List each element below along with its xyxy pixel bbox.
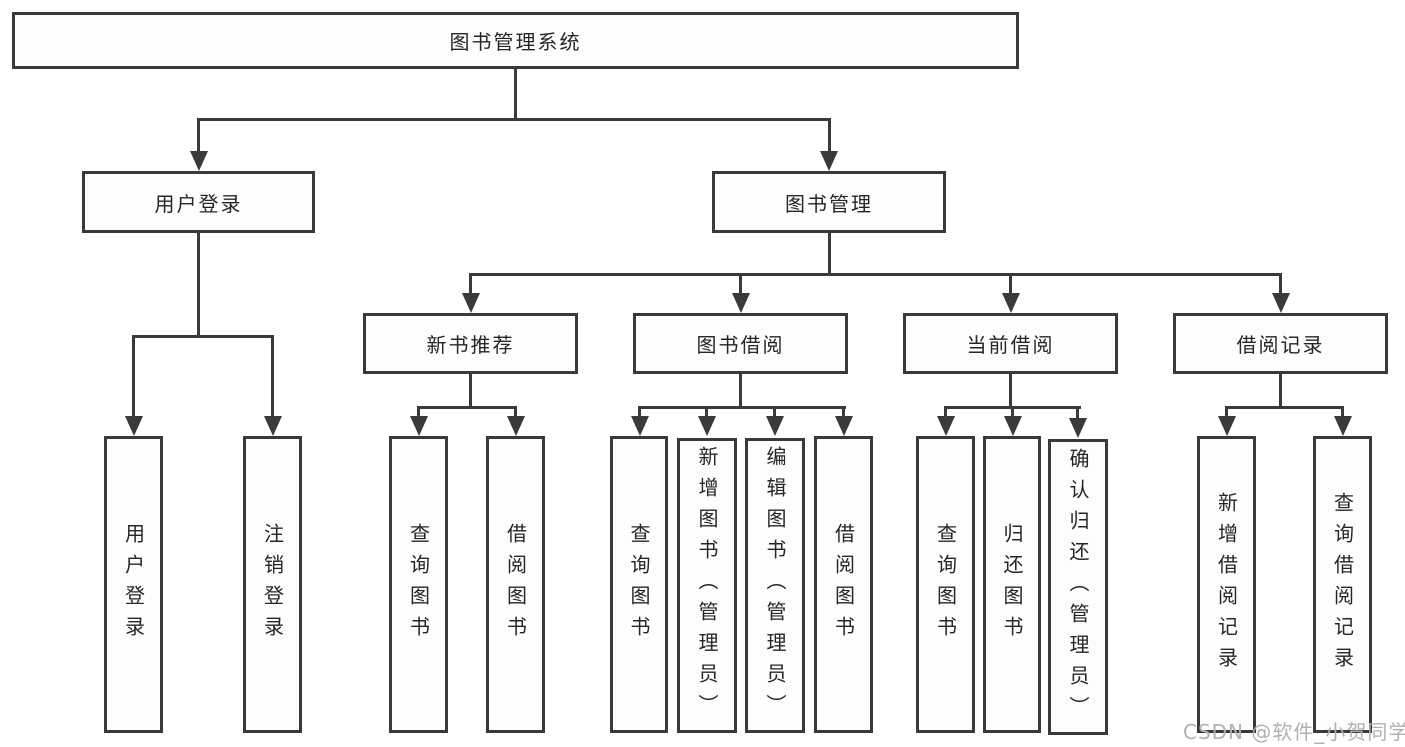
leaf-query-books-borrow: 查询图书: [610, 436, 668, 733]
leaf-confirm-return-admin: 确认归还（管理员）: [1048, 439, 1108, 735]
node-current-borrow: 当前借阅: [903, 313, 1118, 374]
connector-line: [1009, 372, 1012, 408]
leaf-user-login: 用户登录: [104, 436, 163, 733]
connector-line: [132, 335, 274, 338]
connector-line: [842, 406, 845, 420]
connector-line: [1279, 273, 1282, 296]
csdn-watermark: CSDN @软件_小贺同学: [1183, 720, 1405, 744]
arrow-down-icon: [1272, 293, 1290, 313]
arrow-down-icon: [1002, 293, 1020, 313]
leaf-add-borrow-record: 新增借阅记录: [1197, 436, 1256, 733]
connector-line: [197, 118, 200, 154]
leaf-borrow-books-recommend: 借阅图书: [486, 436, 545, 733]
node-library-system: 图书管理系统: [12, 12, 1019, 69]
arrow-down-icon: [698, 416, 716, 436]
connector-line: [514, 406, 517, 420]
connector-line: [417, 406, 517, 409]
node-book-management: 图书管理: [712, 171, 946, 233]
arrow-down-icon: [631, 416, 649, 436]
connector-line: [638, 406, 641, 420]
leaf-return-books: 归还图书: [983, 436, 1041, 733]
connector-line: [469, 273, 472, 296]
arrow-down-icon: [125, 416, 143, 436]
connector-line: [1011, 406, 1014, 420]
connector-line: [638, 406, 846, 409]
connector-line: [1341, 406, 1344, 420]
leaf-query-books-current: 查询图书: [916, 436, 975, 733]
connector-line: [1009, 273, 1012, 296]
connector-line: [197, 118, 831, 121]
connector-line: [417, 406, 420, 420]
connector-line: [1279, 372, 1282, 408]
leaf-edit-books-admin: 编辑图书（管理员）: [745, 438, 805, 733]
arrow-down-icon: [1004, 416, 1022, 436]
connector-line: [469, 273, 1282, 276]
arrow-down-icon: [732, 293, 750, 313]
connector-line: [739, 372, 742, 408]
arrow-down-icon: [835, 416, 853, 436]
node-new-book-recommend: 新书推荐: [363, 313, 578, 374]
arrow-down-icon: [820, 151, 838, 171]
arrow-down-icon: [937, 416, 955, 436]
connector-line: [1076, 406, 1079, 420]
arrow-down-icon: [766, 416, 784, 436]
connector-line: [1225, 406, 1228, 420]
arrow-down-icon: [1218, 416, 1236, 436]
connector-line: [469, 372, 472, 408]
arrow-down-icon: [507, 416, 525, 436]
connector-line: [1225, 406, 1344, 409]
leaf-query-borrow-record: 查询借阅记录: [1313, 436, 1372, 733]
arrow-down-icon: [410, 416, 428, 436]
arrow-down-icon: [1334, 416, 1352, 436]
node-borrow-record: 借阅记录: [1173, 313, 1388, 374]
arrow-down-icon: [190, 151, 208, 171]
connector-line: [828, 118, 831, 154]
node-user-login: 用户登录: [82, 171, 315, 233]
connector-line: [705, 406, 708, 420]
connector-line: [132, 335, 135, 418]
arrow-down-icon: [1069, 418, 1087, 438]
connector-line: [514, 67, 517, 120]
arrow-down-icon: [462, 293, 480, 313]
arrow-down-icon: [264, 416, 282, 436]
node-book-borrow: 图书借阅: [633, 313, 848, 374]
leaf-query-books-recommend: 查询图书: [389, 436, 448, 733]
leaf-logout: 注销登录: [243, 436, 302, 733]
connector-line: [197, 232, 200, 337]
leaf-borrow-books: 借阅图书: [814, 436, 873, 733]
connector-line: [944, 406, 947, 420]
connector-line: [271, 335, 274, 418]
connector-line: [828, 232, 831, 275]
leaf-add-books-admin: 新增图书（管理员）: [677, 438, 737, 733]
connector-line: [773, 406, 776, 420]
connector-line: [739, 273, 742, 296]
